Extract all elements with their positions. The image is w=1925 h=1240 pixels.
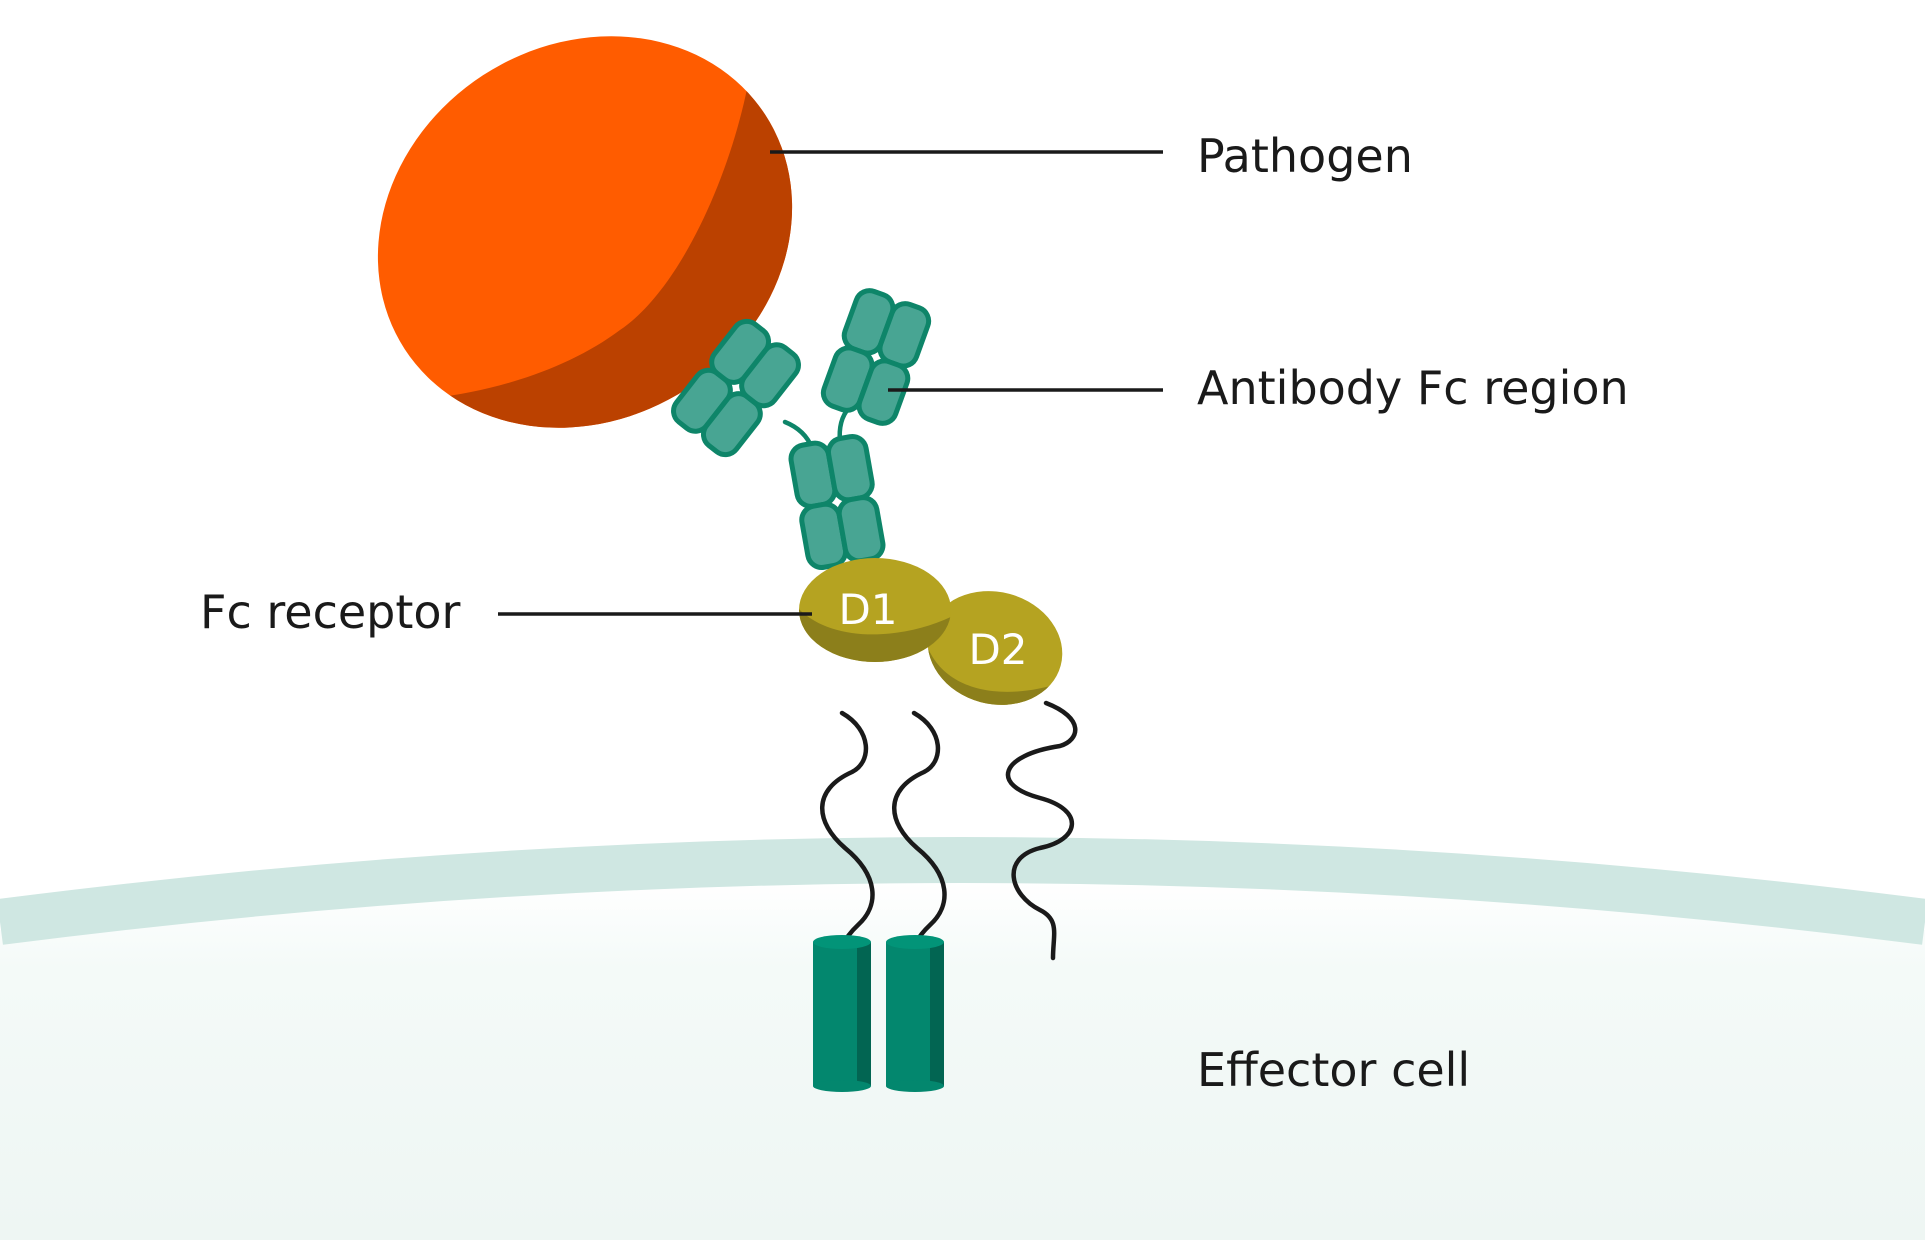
cell-membrane [0, 837, 1925, 945]
label-effector-cell: Effector cell [1197, 1043, 1470, 1097]
label-pathogen: Pathogen [1197, 129, 1413, 183]
transmembrane-helices [813, 935, 944, 1092]
fab-arm-left [671, 318, 801, 458]
fc-region [788, 434, 886, 570]
fab-arm-right [820, 288, 932, 426]
labels: Pathogen Antibody Fc region Fc receptor … [200, 129, 1629, 1097]
fc-receptor: D2 D1 [799, 558, 1076, 720]
tail-middle [892, 710, 947, 948]
domain-d2: D2 [914, 591, 1076, 720]
domain-d1-label: D1 [838, 585, 897, 634]
helix-left [813, 935, 871, 1092]
tail-right [1005, 700, 1078, 961]
effector-cell [0, 837, 1925, 1240]
leader-lines [498, 150, 1163, 616]
receptor-tails [820, 700, 1078, 961]
antibody [671, 288, 932, 570]
helix-right [886, 935, 944, 1092]
domain-d2-label: D2 [968, 625, 1027, 674]
label-fc-receptor: Fc receptor [200, 585, 461, 639]
tail-left [820, 710, 875, 949]
label-antibody-fc-region: Antibody Fc region [1197, 361, 1629, 415]
cell-interior [0, 880, 1925, 1240]
